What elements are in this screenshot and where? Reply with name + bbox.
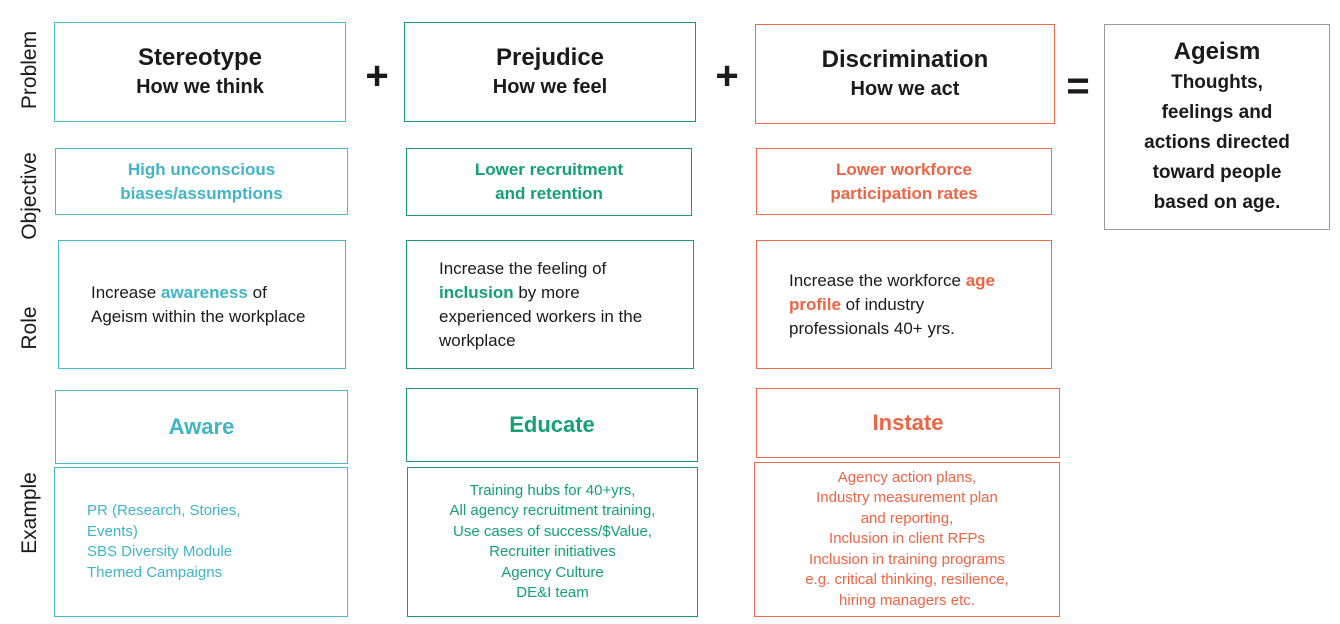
example-item: All agency recruitment training, (449, 502, 656, 519)
prejudice-role-box: Increase the feeling of inclusion by mor… (406, 240, 694, 369)
ageism-line: actions directed (1144, 132, 1290, 153)
equals-operator: = (1066, 64, 1090, 108)
prejudice-role-text: Increase the feeling of inclusion by mor… (439, 258, 643, 350)
example-item: Agency Culture (501, 563, 604, 581)
example-item: e.g. critical thinking, resilience, (805, 571, 1009, 589)
stereotype-title: Stereotype (137, 44, 263, 71)
example-item: Recruiter initiatives (489, 543, 616, 560)
discrimination-objective-box: Lower workforce participation rates (756, 148, 1052, 215)
example-item: Use cases of success/$Value, (453, 522, 652, 540)
discrimination-box: Discrimination How we act (755, 24, 1055, 124)
example-item: SBS Diversity Module (87, 543, 233, 560)
example-item: Training hubs for 40+yrs, (469, 481, 636, 499)
objective-line: biases/assumptions (120, 183, 283, 203)
ageism-title: Ageism (1173, 38, 1261, 65)
plus-operator-1: + (365, 54, 389, 98)
prejudice-box: Prejudice How we feel (404, 22, 696, 122)
discrimination-example-box: Agency action plans, Industry measuremen… (754, 462, 1060, 617)
prejudice-objective-box: Lower recruitment and retention (406, 148, 692, 216)
example-item: Themed Campaigns (87, 563, 223, 581)
example-item: and reporting, (860, 509, 954, 527)
stereotype-box: Stereotype How we think (54, 22, 346, 122)
aware-box: Aware (55, 390, 348, 464)
educate-box: Educate (406, 388, 698, 462)
stereotype-subtitle: How we think (136, 76, 264, 98)
ageism-line: Thoughts, (1171, 72, 1263, 93)
example-item: hiring managers etc. (839, 591, 975, 609)
example-item: Industry measurement plan (816, 489, 998, 507)
stereotype-role-box: Increase awareness of Ageism within the … (58, 240, 346, 369)
example-item: Events) (87, 522, 138, 540)
objective-line: and retention (495, 184, 603, 203)
example-item: Inclusion in client RFPs (829, 530, 985, 548)
stereotype-example-box: PR (Research, Stories, Events) SBS Diver… (54, 467, 348, 617)
stereotype-objective-box: High unconscious biases/assumptions (55, 148, 348, 215)
objective-line: participation rates (830, 183, 978, 203)
row-label-example: Example (18, 472, 41, 554)
objective-line: Lower recruitment (474, 160, 624, 179)
prejudice-subtitle: How we feel (492, 76, 608, 98)
role-highlight: age profile (789, 270, 995, 314)
discrimination-subtitle: How we act (850, 78, 960, 100)
prejudice-title: Prejudice (495, 44, 605, 71)
role-highlight: awareness (160, 282, 248, 302)
example-item: PR (Research, Stories, (87, 502, 241, 519)
discrimination-role-box: Increase the workforce age profile of in… (756, 240, 1052, 369)
objective-line: High unconscious (127, 159, 276, 179)
ageism-line: feelings and (1161, 102, 1273, 123)
discrimination-role-text: Increase the workforce age profile of in… (789, 270, 995, 338)
example-item: Agency action plans, (837, 468, 977, 486)
plus-operator-2: + (715, 54, 739, 98)
example-item: Inclusion in training programs (809, 550, 1005, 568)
stereotype-role-text: Increase awareness of Ageism within the … (91, 282, 306, 326)
example-item: DE&I team (516, 584, 589, 601)
discrimination-title: Discrimination (821, 46, 989, 73)
ageism-line: based on age. (1153, 192, 1281, 213)
row-label-role: Role (18, 306, 41, 350)
prejudice-example-box: Training hubs for 40+yrs, All agency rec… (407, 467, 698, 617)
objective-line: Lower workforce (835, 159, 973, 179)
role-highlight: inclusion (439, 282, 514, 302)
instate-box: Instate (756, 388, 1060, 458)
ageism-line: toward people (1152, 162, 1282, 183)
ageism-result-box: Ageism Thoughts, feelings and actions di… (1104, 24, 1330, 230)
